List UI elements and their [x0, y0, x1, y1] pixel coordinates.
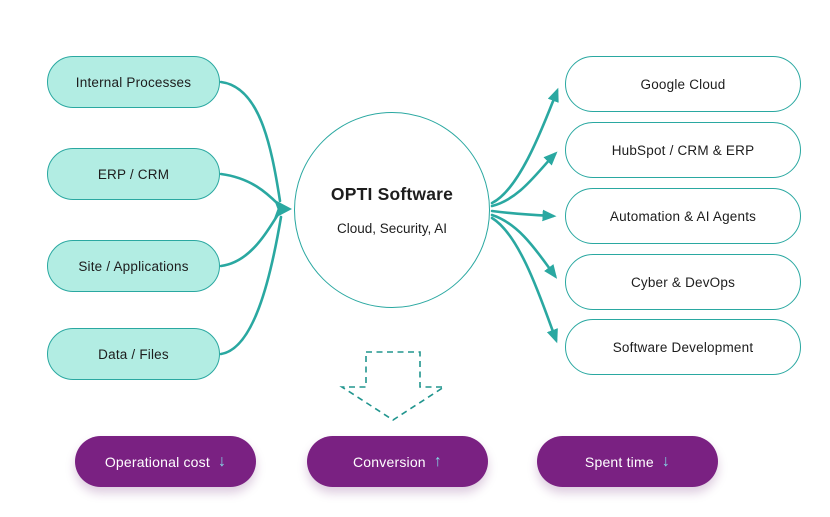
- outcome-label: Spent time: [584, 453, 654, 470]
- input-pill-internal-processes: Internal Processes: [47, 56, 220, 108]
- up-arrow-icon: ↑: [433, 452, 443, 470]
- converge-arrowhead-icon: [274, 199, 292, 219]
- output-pill-label: Software Development: [612, 339, 754, 355]
- input-pill-site-applications: Site / Applications: [47, 240, 220, 292]
- connector-cyber-devops: [490, 213, 558, 279]
- outcome-label: Operational cost: [104, 453, 210, 470]
- connector-automation: [490, 209, 557, 222]
- output-pill-label: HubSpot / CRM & ERP: [611, 142, 755, 158]
- output-pill-automation-ai-agents: Automation & AI Agents: [565, 188, 801, 244]
- input-pill-label: Site / Applications: [78, 258, 189, 274]
- connector-software-dev: [490, 216, 558, 344]
- input-pill-label: ERP / CRM: [97, 166, 170, 182]
- output-pill-label: Automation & AI Agents: [609, 208, 757, 224]
- hub-circle: OPTI Software Cloud, Security, AI: [294, 112, 490, 308]
- output-pill-label: Google Cloud: [640, 76, 726, 92]
- dashed-down-arrow-icon: [339, 351, 447, 421]
- connector-data-files: [219, 215, 283, 356]
- connector-internal-processes: [219, 80, 282, 203]
- hub-subtitle: Cloud, Security, AI: [336, 221, 448, 236]
- connector-erp-crm: [219, 172, 281, 207]
- input-pill-label: Data / Files: [98, 346, 169, 362]
- down-arrow-icon: ↓: [217, 452, 227, 470]
- outcome-pill-spent-time: Spent time ↓: [537, 436, 718, 487]
- input-pill-data-files: Data / Files: [47, 328, 220, 380]
- connector-site-applications: [219, 211, 281, 268]
- outcome-label: Conversion: [352, 453, 426, 470]
- down-arrow-icon: ↓: [661, 452, 671, 470]
- connector-hubspot: [490, 151, 558, 208]
- hub-title: OPTI Software: [330, 184, 454, 204]
- input-pill-erp-crm: ERP / CRM: [47, 148, 220, 200]
- output-pill-google-cloud: Google Cloud: [565, 56, 801, 112]
- outcome-pill-conversion: Conversion ↑: [307, 436, 488, 487]
- output-pill-hubspot: HubSpot / CRM & ERP: [565, 122, 801, 178]
- outcome-pill-operational-cost: Operational cost ↓: [75, 436, 256, 487]
- output-pill-software-development: Software Development: [565, 319, 801, 375]
- input-pill-label: Internal Processes: [75, 74, 192, 90]
- output-pill-label: Cyber & DevOps: [630, 274, 736, 290]
- connector-google-cloud: [490, 87, 559, 205]
- output-pill-cyber-devops: Cyber & DevOps: [565, 254, 801, 310]
